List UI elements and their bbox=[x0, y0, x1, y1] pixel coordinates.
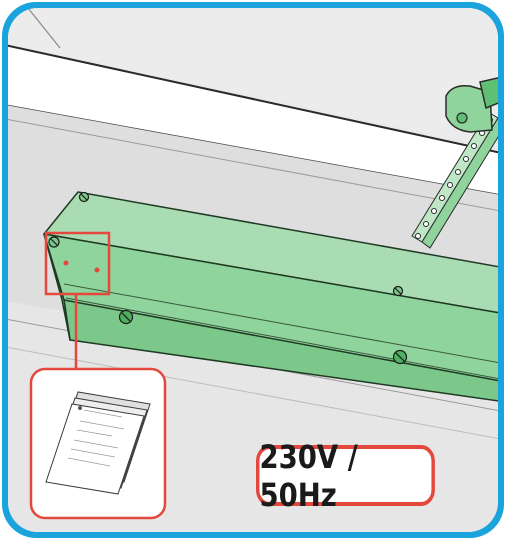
manual-booklet-icon bbox=[45, 391, 151, 495]
screw-icon bbox=[48, 191, 408, 365]
led-indicator-icon bbox=[63, 260, 100, 273]
highlight-box bbox=[44, 231, 111, 296]
actuator-housing bbox=[43, 191, 498, 403]
window-bracket bbox=[445, 75, 498, 133]
voltage-label: 230V / 50Hz bbox=[256, 438, 435, 514]
chain bbox=[411, 111, 498, 249]
